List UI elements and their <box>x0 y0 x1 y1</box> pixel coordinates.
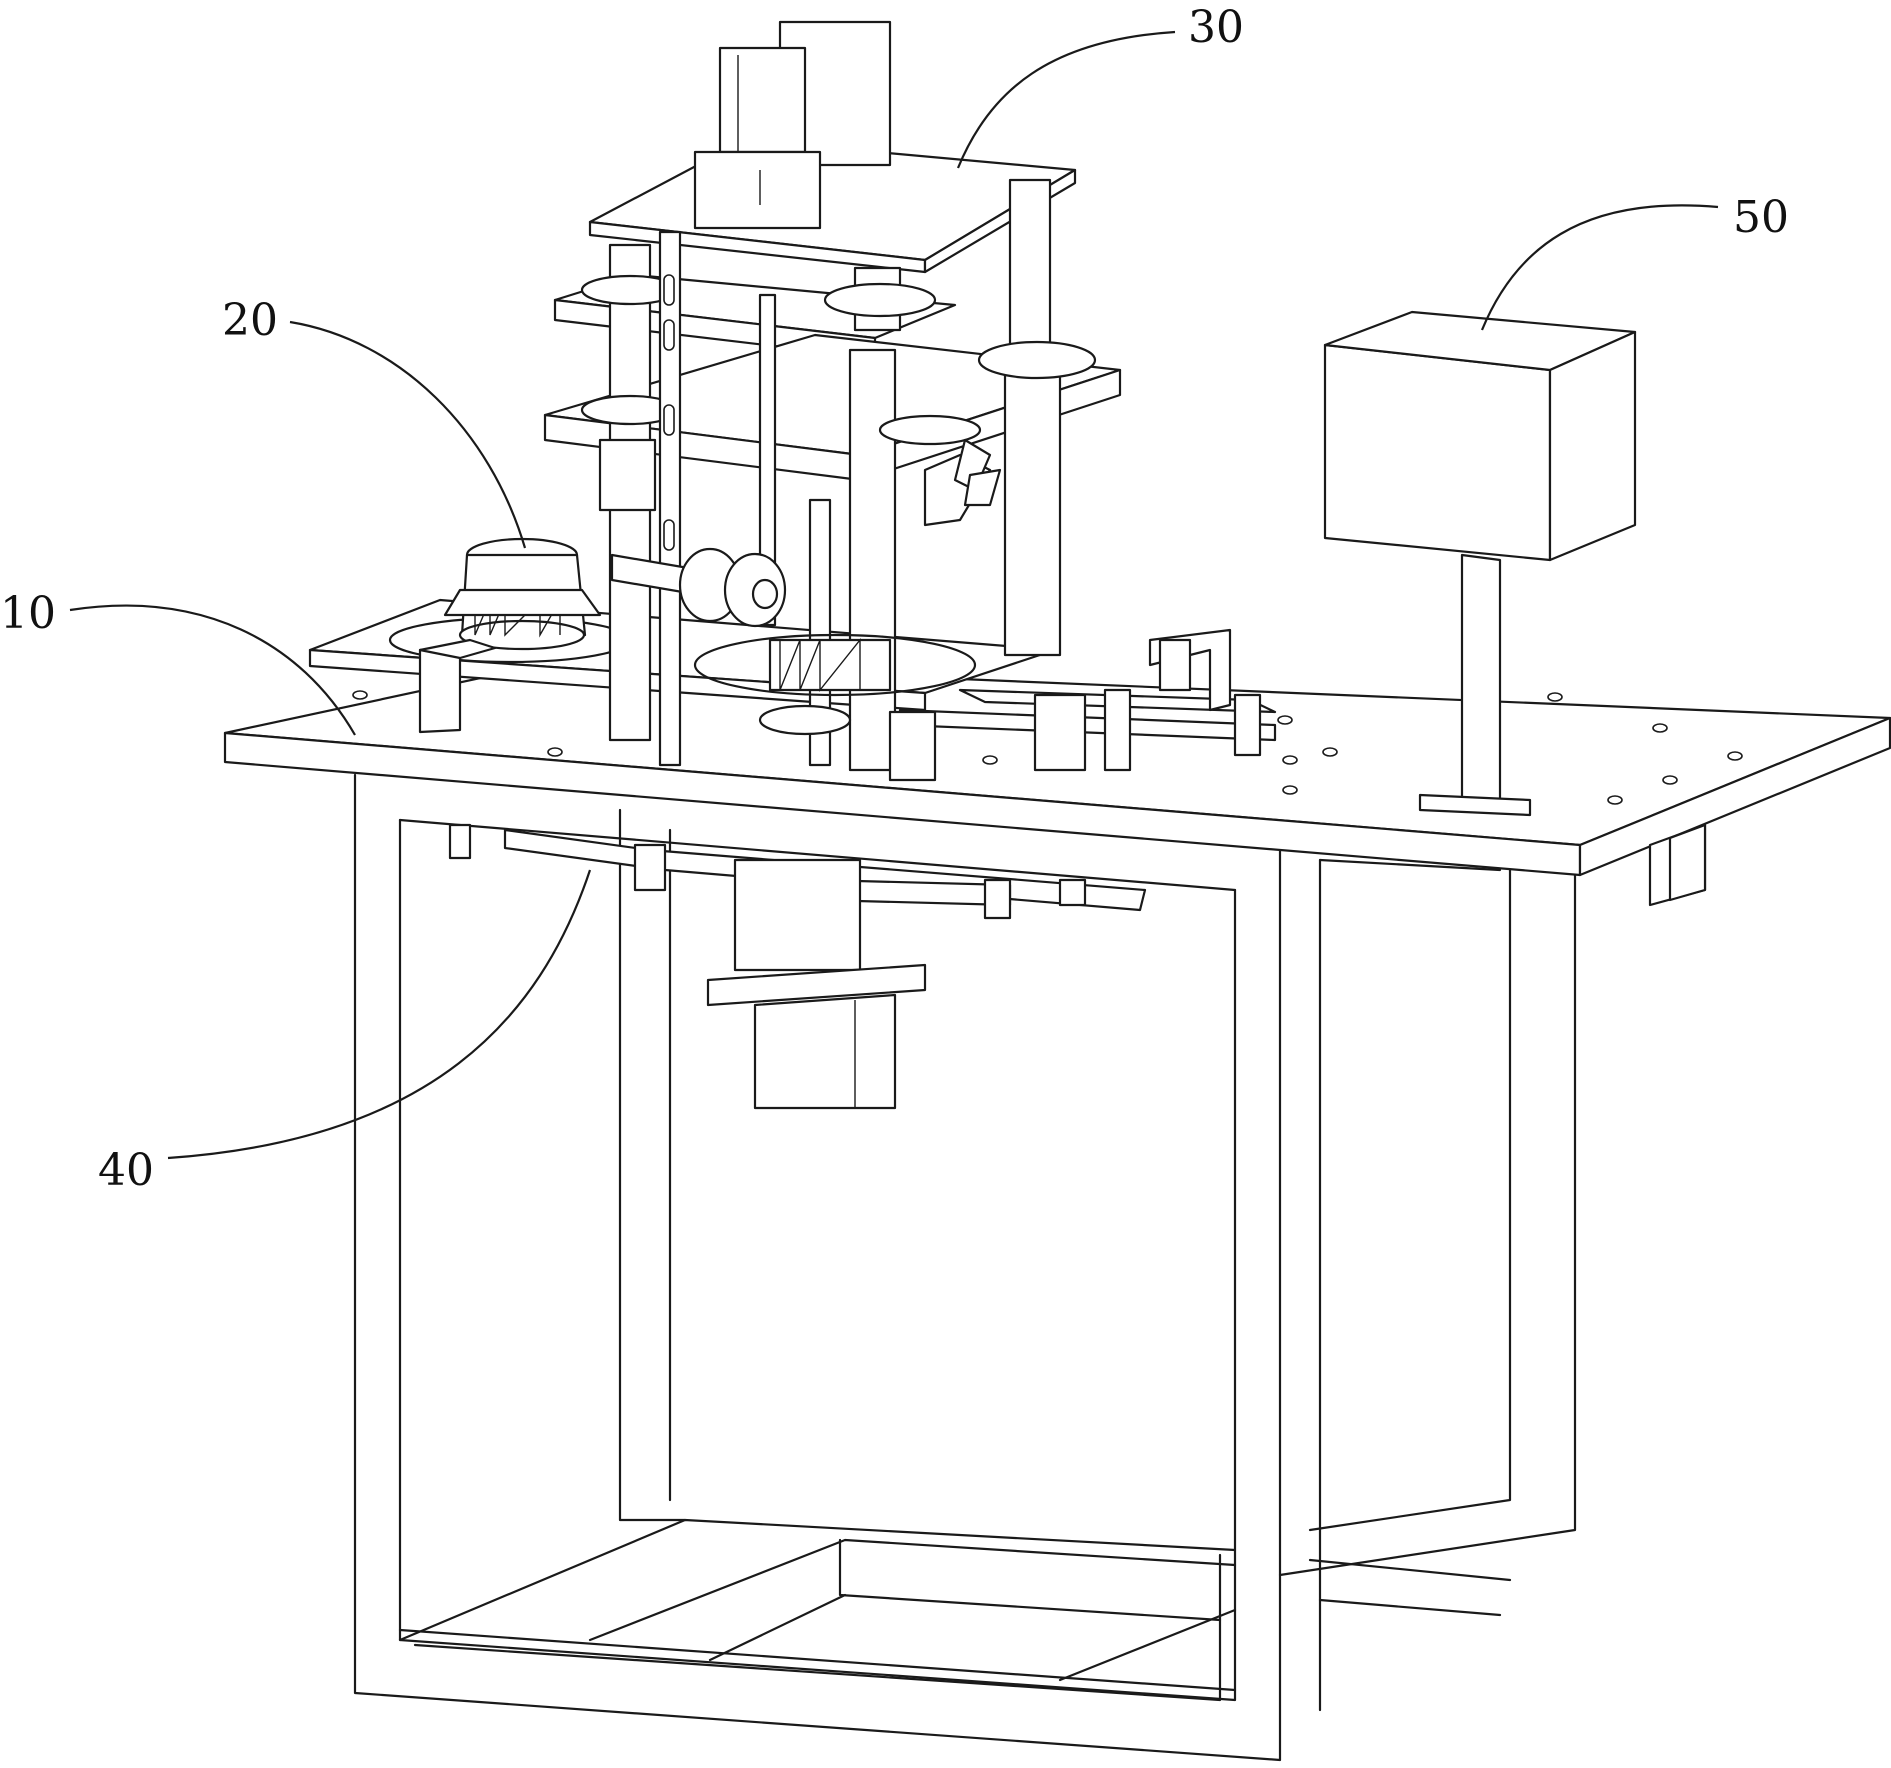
frame <box>355 775 1575 1760</box>
callout-40: 40 <box>98 1145 154 1196</box>
callout-20: 20 <box>222 295 278 346</box>
callout-30: 30 <box>1188 2 1244 53</box>
leader-30 <box>958 32 1175 168</box>
callout-50: 50 <box>1733 192 1789 243</box>
leader-20 <box>290 322 525 548</box>
callout-10: 10 <box>0 588 56 639</box>
lower-drive-assembly <box>450 825 1145 1108</box>
leader-40 <box>168 870 590 1158</box>
leader-50 <box>1482 205 1718 330</box>
